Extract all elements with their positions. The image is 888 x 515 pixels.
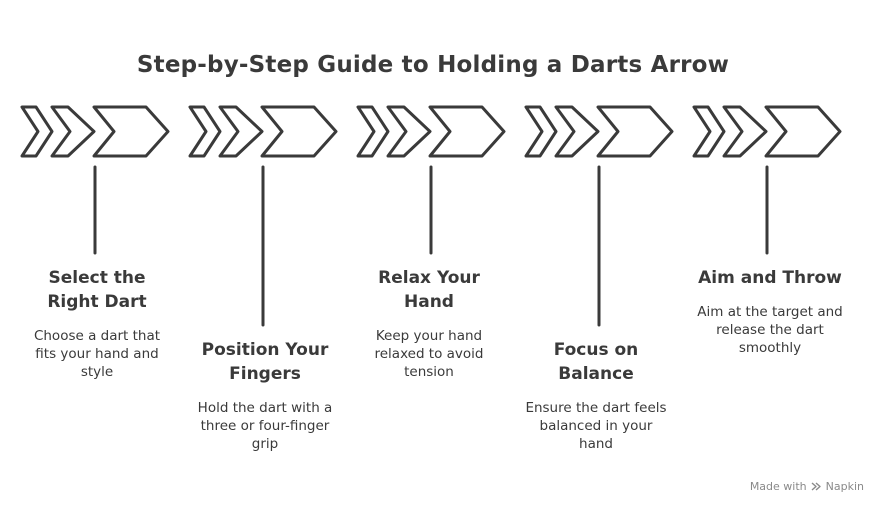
chevron-group-5	[692, 105, 842, 255]
chevron-5-2	[722, 105, 768, 158]
step-1-description: Choose a dart that fits your hand and st…	[33, 328, 161, 380]
chevron-group-3	[356, 105, 506, 255]
step-3-title: Relax Your Hand	[378, 268, 480, 312]
chevron-group-2	[188, 105, 338, 327]
step-5-title: Aim and Throw	[698, 268, 842, 288]
made-with-label: Made with	[749, 480, 807, 493]
chevron-1-2	[50, 105, 96, 158]
chevron-5-1	[692, 105, 726, 158]
napkin-logo-icon	[811, 482, 821, 491]
step-4: Focus on Balance Ensure the dart feels b…	[525, 338, 667, 453]
chevron-1-3	[92, 105, 170, 158]
step-4-title: Focus on Balance	[553, 340, 639, 384]
step-4-description: Ensure the dart feels balanced in your h…	[525, 400, 667, 452]
diagram-title: Step-by-Step Guide to Holding a Darts Ar…	[136, 52, 730, 78]
step-2-title: Position Your Fingers	[201, 340, 329, 384]
chevron-3-3	[428, 105, 506, 158]
napkin-brand-label: Napkin	[825, 480, 864, 493]
chevron-2-2	[218, 105, 264, 158]
chevron-group-4	[524, 105, 674, 327]
chevron-4-1	[524, 105, 558, 158]
step-3: Relax Your Hand Keep your hand relaxed t…	[358, 266, 500, 381]
chevron-2-1	[188, 105, 222, 158]
chevron-3-2	[386, 105, 432, 158]
chevron-2-3	[260, 105, 338, 158]
step-2-description: Hold the dart with a three or four-finge…	[197, 400, 333, 452]
chevron-5-3	[764, 105, 842, 158]
step-3-description: Keep your hand relaxed to avoid tension	[374, 328, 484, 380]
made-with-napkin: Made with Napkin	[750, 480, 864, 493]
chevron-4-2	[554, 105, 600, 158]
step-5-description: Aim at the target and release the dart s…	[697, 304, 843, 356]
chevron-group-1	[20, 105, 170, 255]
step-1: Select the Right Dart Choose a dart that…	[22, 266, 172, 381]
chevron-3-1	[356, 105, 390, 158]
step-1-title: Select the Right Dart	[47, 268, 147, 312]
chevron-1-1	[20, 105, 54, 158]
step-5: Aim and Throw Aim at the target and rele…	[696, 266, 844, 357]
step-2: Position Your Fingers Hold the dart with…	[190, 338, 340, 453]
chevron-4-3	[596, 105, 674, 158]
